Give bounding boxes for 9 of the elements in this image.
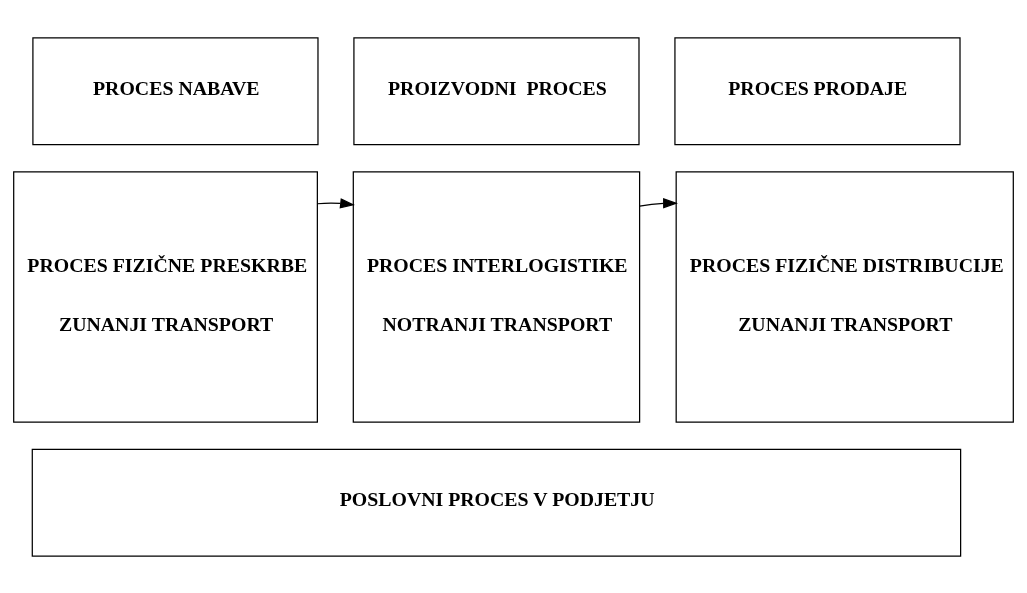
node-box: PROCES FIZIČNE PRESKRBE ZUNANJI TRANSPORT bbox=[13, 170, 318, 423]
node-box: POSLOVNI PROCES V PODJETJU bbox=[31, 448, 962, 557]
node-box: PROCES PRODAJE bbox=[674, 36, 961, 145]
node-box: PROCES FIZIČNE DISTRIBUCIJE ZUNANJI TRANSPORT bbox=[675, 170, 1014, 423]
node-box: PROCES NABAVE bbox=[32, 36, 319, 145]
node-box: PROCES INTERLOGISTIKE NOTRANJI TRANSPORT bbox=[352, 170, 641, 423]
arrow bbox=[639, 197, 678, 208]
node-box: PROIZVODNI PROCES bbox=[353, 36, 640, 145]
arrow bbox=[316, 197, 355, 209]
